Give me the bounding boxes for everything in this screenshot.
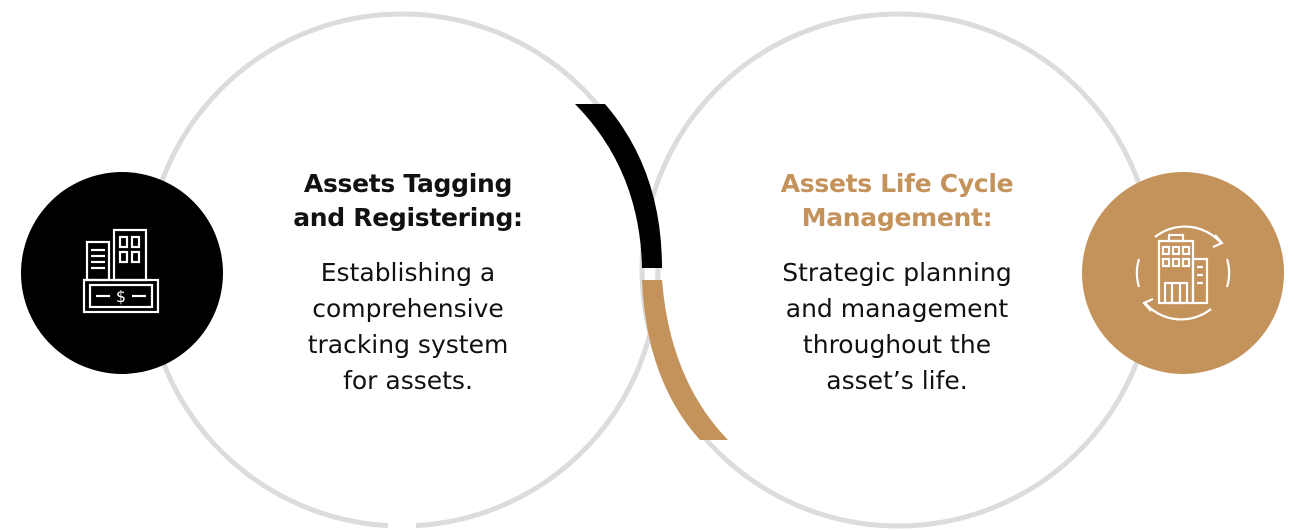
left-heading-line-1: Assets Tagging xyxy=(303,169,513,198)
right-desc-line-1: Strategic planning xyxy=(782,258,1012,287)
gold-arc-segment xyxy=(642,280,728,440)
right-desc-line-3: throughout the xyxy=(802,330,992,359)
right-heading-line-2: Management: xyxy=(801,203,993,232)
left-desc-line-3: tracking system xyxy=(307,330,509,359)
right-heading: Assets Life Cycle Management: xyxy=(742,167,1052,235)
svg-text:$: $ xyxy=(116,287,126,306)
buildings-money-icon: $ xyxy=(82,228,160,314)
left-icon-badge: $ xyxy=(21,172,223,374)
left-heading: Assets Tagging and Registering: xyxy=(258,167,558,235)
right-desc-line-4: asset’s life. xyxy=(826,366,968,395)
right-heading-line-1: Assets Life Cycle xyxy=(780,169,1014,198)
left-text-block: Assets Tagging and Registering: Establis… xyxy=(258,167,558,399)
right-text-block: Assets Life Cycle Management: Strategic … xyxy=(742,167,1052,399)
right-description: Strategic planning and management throug… xyxy=(742,255,1052,399)
left-desc-line-2: comprehensive xyxy=(312,294,504,323)
black-arc-segment xyxy=(575,104,662,268)
left-desc-line-4: for assets. xyxy=(343,366,473,395)
left-desc-line-1: Establishing a xyxy=(320,258,496,287)
building-cycle-icon xyxy=(1135,225,1231,321)
right-icon-badge xyxy=(1082,172,1284,374)
left-description: Establishing a comprehensive tracking sy… xyxy=(258,255,558,399)
right-desc-line-2: and management xyxy=(785,294,1009,323)
left-heading-line-2: and Registering: xyxy=(293,203,523,232)
